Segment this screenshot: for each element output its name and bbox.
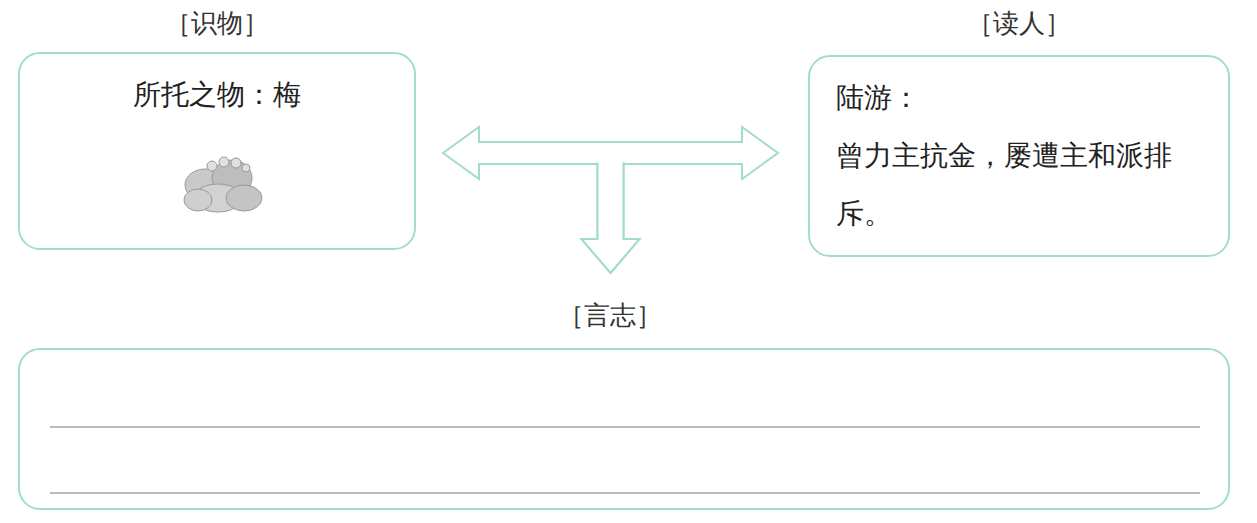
aspiration-box: ［言志］ (18, 348, 1230, 510)
object-box: ［识物］所托之物：梅 (18, 52, 416, 250)
plum-flower-icon (184, 157, 262, 212)
body-text: 所托之物：梅 (40, 66, 394, 124)
hollow-down-arrow (582, 163, 640, 274)
answer-line (50, 493, 1200, 494)
section-heading: ［言志］ (6, 298, 1214, 332)
body-text: 陆游： (836, 69, 1212, 127)
person-box: ［读人］陆游：曾力主抗金，屡遭主和派排斥。 (808, 55, 1230, 257)
answer-line (50, 427, 1200, 428)
section-heading: ［识物］ (20, 6, 414, 40)
body-text: 曾力主抗金，屡遭主和派排斥。 (836, 127, 1212, 243)
section-heading: ［读人］ (810, 6, 1228, 40)
hollow-down-arrow (582, 163, 640, 274)
